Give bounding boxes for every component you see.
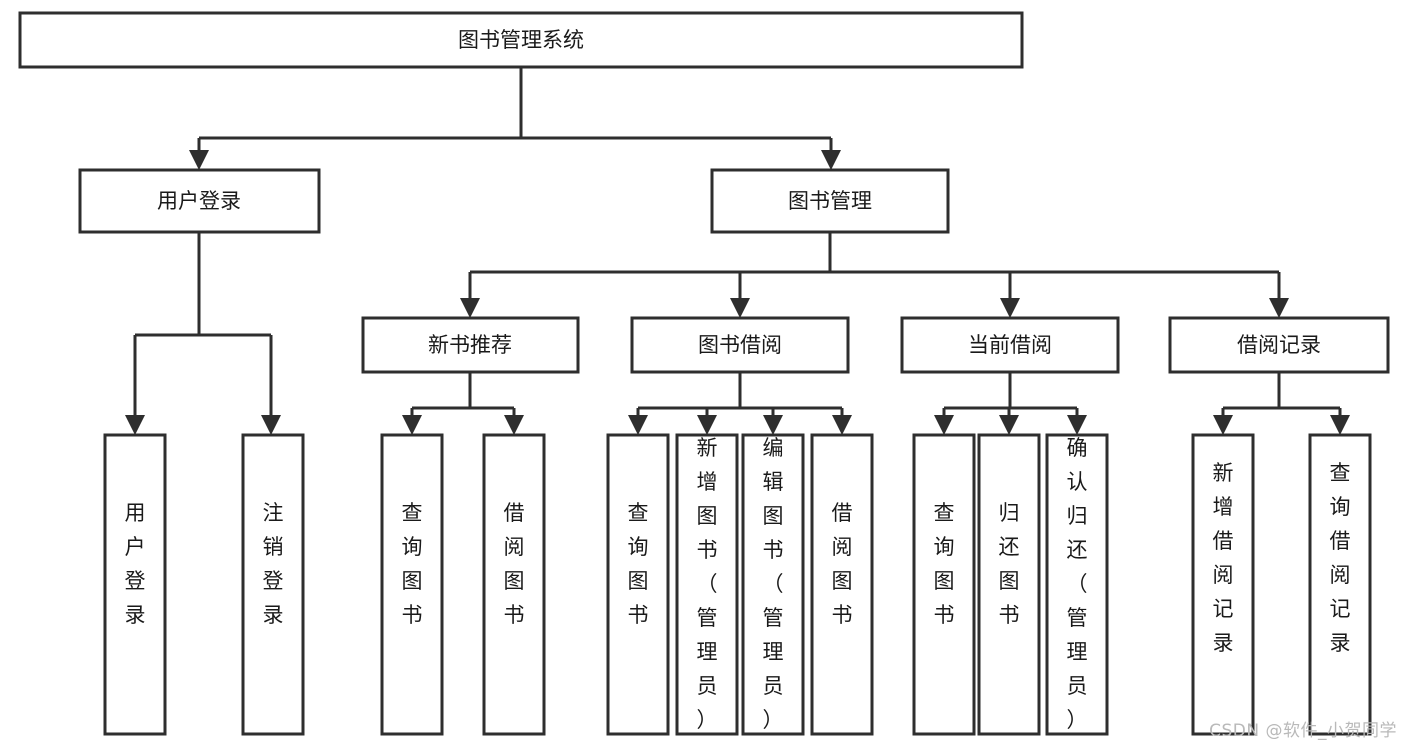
- arrow-head-icon: [763, 415, 783, 435]
- leaf-box: [1308, 433, 1372, 736]
- leaf-borrow-record-1: 查询借阅记录: [1308, 433, 1372, 736]
- leaf-user-login-0: 用户登录: [103, 433, 167, 736]
- node-book-borrow: 图书借阅: [630, 316, 850, 374]
- arrow-head-icon: [261, 415, 281, 435]
- arrow-head-icon: [821, 150, 841, 170]
- leaf-book-borrow-2: 编辑图书（管理员）: [741, 433, 805, 736]
- book-borrow-label: 图书借阅: [698, 333, 782, 357]
- leaf-label: 查询借阅记录: [1330, 461, 1351, 655]
- arrow-head-icon: [460, 298, 480, 318]
- leaf-box: [977, 433, 1041, 736]
- leaf-label: 新增借阅记录: [1213, 461, 1234, 655]
- leaf-box: [606, 433, 670, 736]
- leaf-borrow-record-0: 新增借阅记录: [1191, 433, 1255, 736]
- leaf-box: [241, 433, 305, 736]
- leaf-box: [810, 433, 874, 736]
- leaf-box: [675, 433, 739, 736]
- connector-book-management-to-level3: [460, 232, 1289, 318]
- user-login-label: 用户登录: [157, 189, 241, 213]
- new-book-recommend-box: [361, 316, 580, 374]
- leaf-user-login-1: 注销登录: [241, 433, 305, 736]
- new-book-recommend-label: 新书推荐: [428, 333, 512, 357]
- arrow-head-icon: [730, 298, 750, 318]
- leaf-label: 归还图书: [999, 501, 1020, 627]
- arrow-head-icon: [1067, 415, 1087, 435]
- leaf-label: 确认归还（管理员）: [1067, 436, 1088, 732]
- leaf-label: 借阅图书: [832, 501, 853, 627]
- arrow-head-icon: [189, 150, 209, 170]
- arrow-head-icon: [1213, 415, 1233, 435]
- root-label: 图书管理系统: [458, 28, 584, 52]
- arrow-head-icon: [999, 415, 1019, 435]
- connector-root-to-level2: [189, 67, 841, 170]
- leaf-label: 查询图书: [934, 501, 955, 627]
- arrow-head-icon: [1330, 415, 1350, 435]
- node-root: 图书管理系统: [18, 11, 1024, 69]
- leaf-label: 借阅图书: [504, 501, 525, 627]
- arrow-head-icon: [1269, 298, 1289, 318]
- node-current-borrow: 当前借阅: [900, 316, 1120, 374]
- leaf-box: [1045, 433, 1109, 736]
- borrow-record-label: 借阅记录: [1237, 333, 1321, 357]
- leaf-book-borrow-0: 查询图书: [606, 433, 670, 736]
- arrow-head-icon: [697, 415, 717, 435]
- leaf-label: 查询图书: [628, 501, 649, 627]
- leaf-new-book-recommend-1: 借阅图书: [482, 433, 546, 736]
- leaf-label: 编辑图书（管理员）: [763, 436, 784, 732]
- leaf-label: 新增图书（管理员）: [697, 436, 718, 732]
- arrow-head-icon: [628, 415, 648, 435]
- leaf-label: 用户登录: [125, 501, 146, 627]
- leaf-current-borrow-2: 确认归还（管理员）: [1045, 433, 1109, 736]
- user-login-box: [78, 168, 321, 234]
- arrow-head-icon: [125, 415, 145, 435]
- leaf-box: [1191, 433, 1255, 736]
- leaf-label: 查询图书: [402, 501, 423, 627]
- leaf-book-borrow-1: 新增图书（管理员）: [675, 433, 739, 736]
- connector-new-book-recommend-to-leaves: [402, 372, 524, 435]
- arrow-head-icon: [832, 415, 852, 435]
- connector-borrow-record-to-leaves: [1213, 372, 1350, 435]
- leaf-box: [912, 433, 976, 736]
- leaf-box: [103, 433, 167, 736]
- leaf-box: [741, 433, 805, 736]
- current-borrow-label: 当前借阅: [968, 333, 1052, 357]
- current-borrow-box: [900, 316, 1120, 374]
- leaf-current-borrow-0: 查询图书: [912, 433, 976, 736]
- connector-current-borrow-to-leaves: [934, 372, 1087, 435]
- arrow-head-icon: [504, 415, 524, 435]
- arrow-head-icon: [934, 415, 954, 435]
- node-book-management: 图书管理: [710, 168, 950, 234]
- arrow-head-icon: [1000, 298, 1020, 318]
- leaf-book-borrow-3: 借阅图书: [810, 433, 874, 736]
- connector-book-borrow-to-leaves: [628, 372, 852, 435]
- leaf-label: 注销登录: [263, 501, 284, 627]
- leaf-new-book-recommend-0: 查询图书: [380, 433, 444, 736]
- connector-user-login-to-leaves: [125, 232, 281, 435]
- leaf-box: [482, 433, 546, 736]
- node-user-login: 用户登录: [78, 168, 321, 234]
- csdn-watermark: CSDN @软件_小贺同学: [1209, 721, 1397, 741]
- leaf-current-borrow-1: 归还图书: [977, 433, 1041, 736]
- node-new-book-recommend: 新书推荐: [361, 316, 580, 374]
- book-management-label: 图书管理: [788, 189, 872, 213]
- arrow-head-icon: [402, 415, 422, 435]
- leaf-box: [380, 433, 444, 736]
- node-borrow-record: 借阅记录: [1168, 316, 1390, 374]
- root-box: [18, 11, 1024, 69]
